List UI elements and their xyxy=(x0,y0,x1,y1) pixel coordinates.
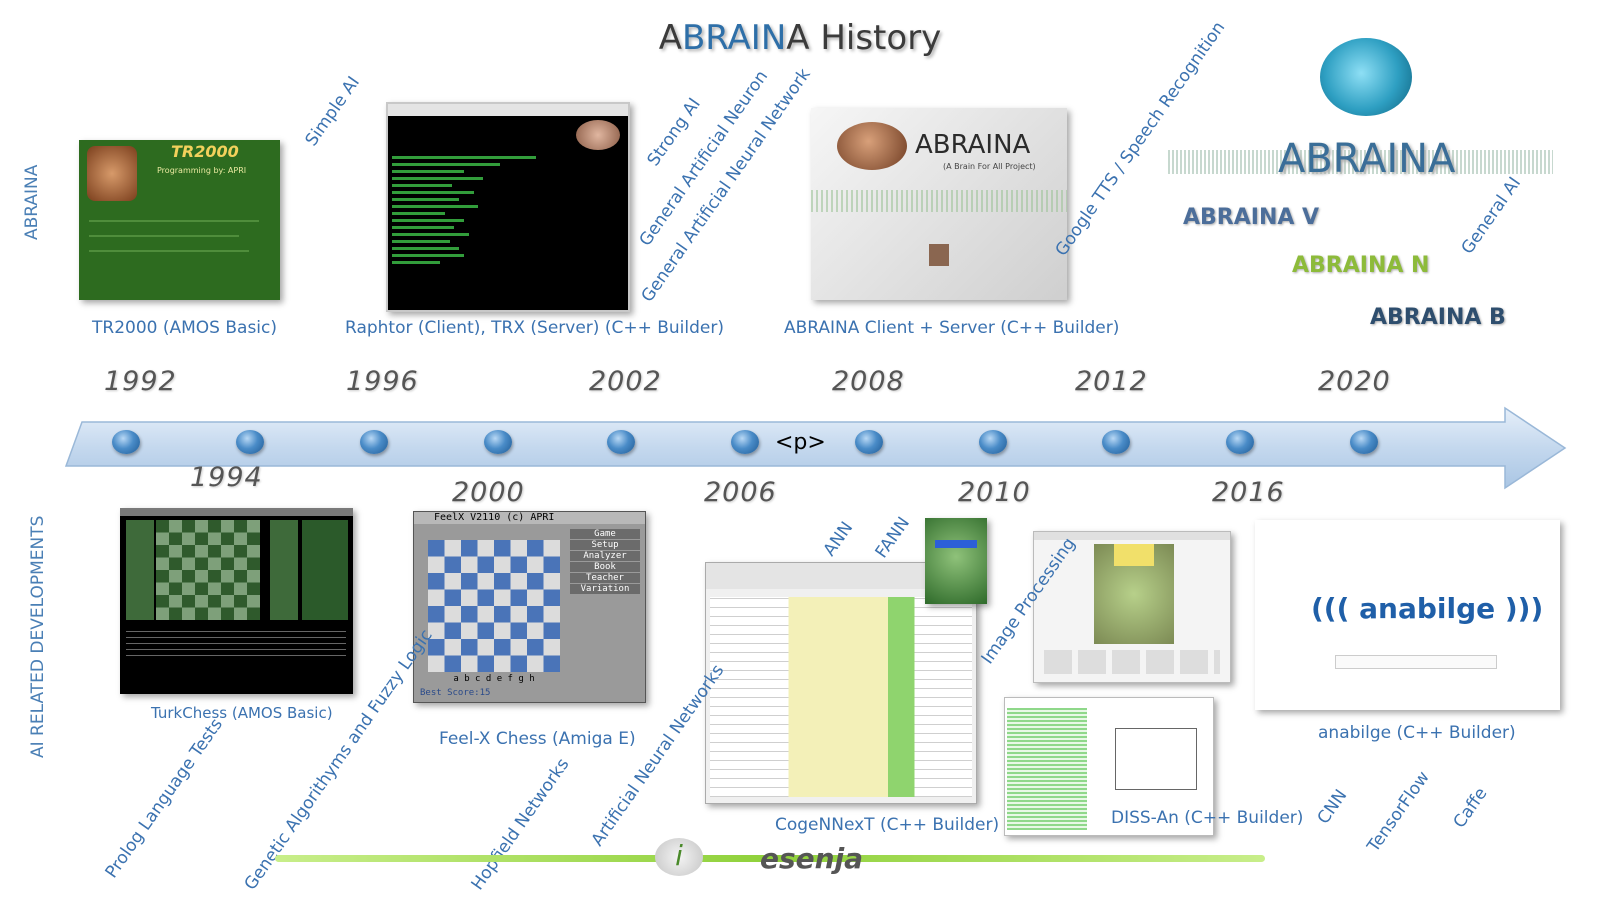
label-tensorflow: TensorFlow xyxy=(1363,767,1434,856)
timeline-dot xyxy=(484,430,512,454)
label-caffe: Caffe xyxy=(1449,784,1492,832)
face-photo xyxy=(925,518,987,604)
label-prolog: Prolog Language Tests xyxy=(101,714,227,882)
feelx-files: a b c d e f g h xyxy=(453,674,535,684)
caption-anabilge: anabilge (C++ Builder) xyxy=(1318,723,1516,743)
anabilge-logo: ((( anabilge ))) xyxy=(1311,592,1544,625)
data-table xyxy=(710,597,972,797)
label-cnn: CNN xyxy=(1313,785,1352,828)
waveform xyxy=(811,190,1067,212)
esenja-logo: esenja xyxy=(760,842,864,875)
brain-icon xyxy=(837,122,907,170)
anabilge-screenshot: ((( anabilge ))) xyxy=(1255,520,1560,710)
feelx-title: FeelX V2110 (c) APRI xyxy=(414,512,645,524)
abraina-v: ABRAINA V xyxy=(1183,205,1320,230)
year-top: 1992 xyxy=(104,366,177,397)
timeline-dot xyxy=(979,430,1007,454)
label-fann: FANN xyxy=(871,513,914,562)
label-hopfield: Hopfield Networks xyxy=(467,754,574,894)
blue-brain-icon xyxy=(1320,38,1412,116)
image-processing-screenshot xyxy=(1033,531,1231,683)
avatar xyxy=(929,244,949,266)
label-general-ai: General AI xyxy=(1457,173,1526,258)
label-simple-ai: Simple AI xyxy=(301,72,364,150)
year-top: 2020 xyxy=(1318,366,1391,397)
feelx-menu-item[interactable]: Game xyxy=(570,529,640,539)
feelx-score: Best Score:15 xyxy=(420,688,491,698)
timeline-dot xyxy=(236,430,264,454)
timeline-dot xyxy=(1226,430,1254,454)
esenja-logo-icon: i xyxy=(655,838,703,876)
feelx-screenshot: FeelX V2110 (c) APRI a b c d e f g h Gam… xyxy=(413,511,646,703)
abraina-cs-logo: ABRAINA xyxy=(915,130,1031,160)
feelx-menu-item[interactable]: Book xyxy=(570,562,640,572)
waveform xyxy=(1168,150,1553,174)
abraina-main-logo: ABRAINA xyxy=(1278,136,1456,182)
timeline-dot xyxy=(1350,430,1378,454)
chess-board xyxy=(428,540,560,672)
arrow-text: <p> xyxy=(775,430,826,455)
anabilge-search-input[interactable] xyxy=(1335,655,1497,669)
turkchess-screenshot xyxy=(120,508,353,694)
tr2000-logo: TR2000 xyxy=(171,142,239,161)
tr2000-screenshot: TR2000 Programming by: APRI xyxy=(79,140,280,300)
label-ann: ANN xyxy=(819,518,858,560)
caption-cogennext: CogeNNexT (C++ Builder) xyxy=(775,815,1000,835)
tr2000-credit: Programming by: APRI xyxy=(157,166,247,175)
year-bottom: 2006 xyxy=(704,477,777,508)
page-title: ABRAINA History xyxy=(658,18,942,58)
year-top: 2002 xyxy=(589,366,662,397)
feelx-menu-item[interactable]: Teacher xyxy=(570,573,640,583)
chess-board xyxy=(156,520,260,620)
raphtor-screenshot xyxy=(386,102,630,312)
dissan-screenshot xyxy=(1004,697,1214,836)
timeline-dot xyxy=(607,430,635,454)
caption-feelx: Feel-X Chess (Amiga E) xyxy=(439,729,636,749)
brain-icon xyxy=(576,120,620,150)
caption-turkchess: TurkChess (AMOS Basic) xyxy=(151,704,333,722)
timeline-dot xyxy=(112,430,140,454)
abraina-b: ABRAINA B xyxy=(1370,305,1506,330)
timeline-dot xyxy=(731,430,759,454)
timeline-dot xyxy=(1102,430,1130,454)
side-label-abraina: ABRAINA xyxy=(22,164,42,240)
timeline-arrow xyxy=(64,406,1567,490)
label-general-network: General Artificial Neural Network xyxy=(637,64,815,306)
caption-dissan: DISS-An (C++ Builder) xyxy=(1111,808,1304,828)
face-icon xyxy=(87,146,137,201)
footer-bar xyxy=(275,855,1265,862)
caption-tr2000: TR2000 (AMOS Basic) xyxy=(92,318,278,338)
year-top: 2008 xyxy=(832,366,905,397)
year-bottom: 2010 xyxy=(958,477,1031,508)
year-bottom: 2000 xyxy=(452,477,525,508)
caption-abraina-cs: ABRAINA Client + Server (C++ Builder) xyxy=(784,318,1120,338)
side-label-ai-developments: AI RELATED DEVELOPMENTS xyxy=(28,515,48,758)
timeline-dot xyxy=(360,430,388,454)
timeline-dot xyxy=(855,430,883,454)
feelx-menu-item[interactable]: Variation xyxy=(570,584,640,594)
feelx-menu-item[interactable]: Analyzer xyxy=(570,551,640,561)
abraina-cs-sub: (A Brain For All Project) xyxy=(943,162,1036,171)
year-top: 2012 xyxy=(1075,366,1148,397)
year-top: 1996 xyxy=(346,366,419,397)
abraina-n: ABRAINA N xyxy=(1292,253,1430,278)
caption-raphtor: Raphtor (Client), TRX (Server) (C++ Buil… xyxy=(345,318,724,338)
year-bottom: 1994 xyxy=(190,462,263,493)
year-bottom: 2016 xyxy=(1212,477,1285,508)
face-photo xyxy=(1094,544,1174,644)
feelx-menu-item[interactable]: Setup xyxy=(570,540,640,550)
abraina-client-server-screenshot: ABRAINA (A Brain For All Project) xyxy=(811,108,1067,300)
